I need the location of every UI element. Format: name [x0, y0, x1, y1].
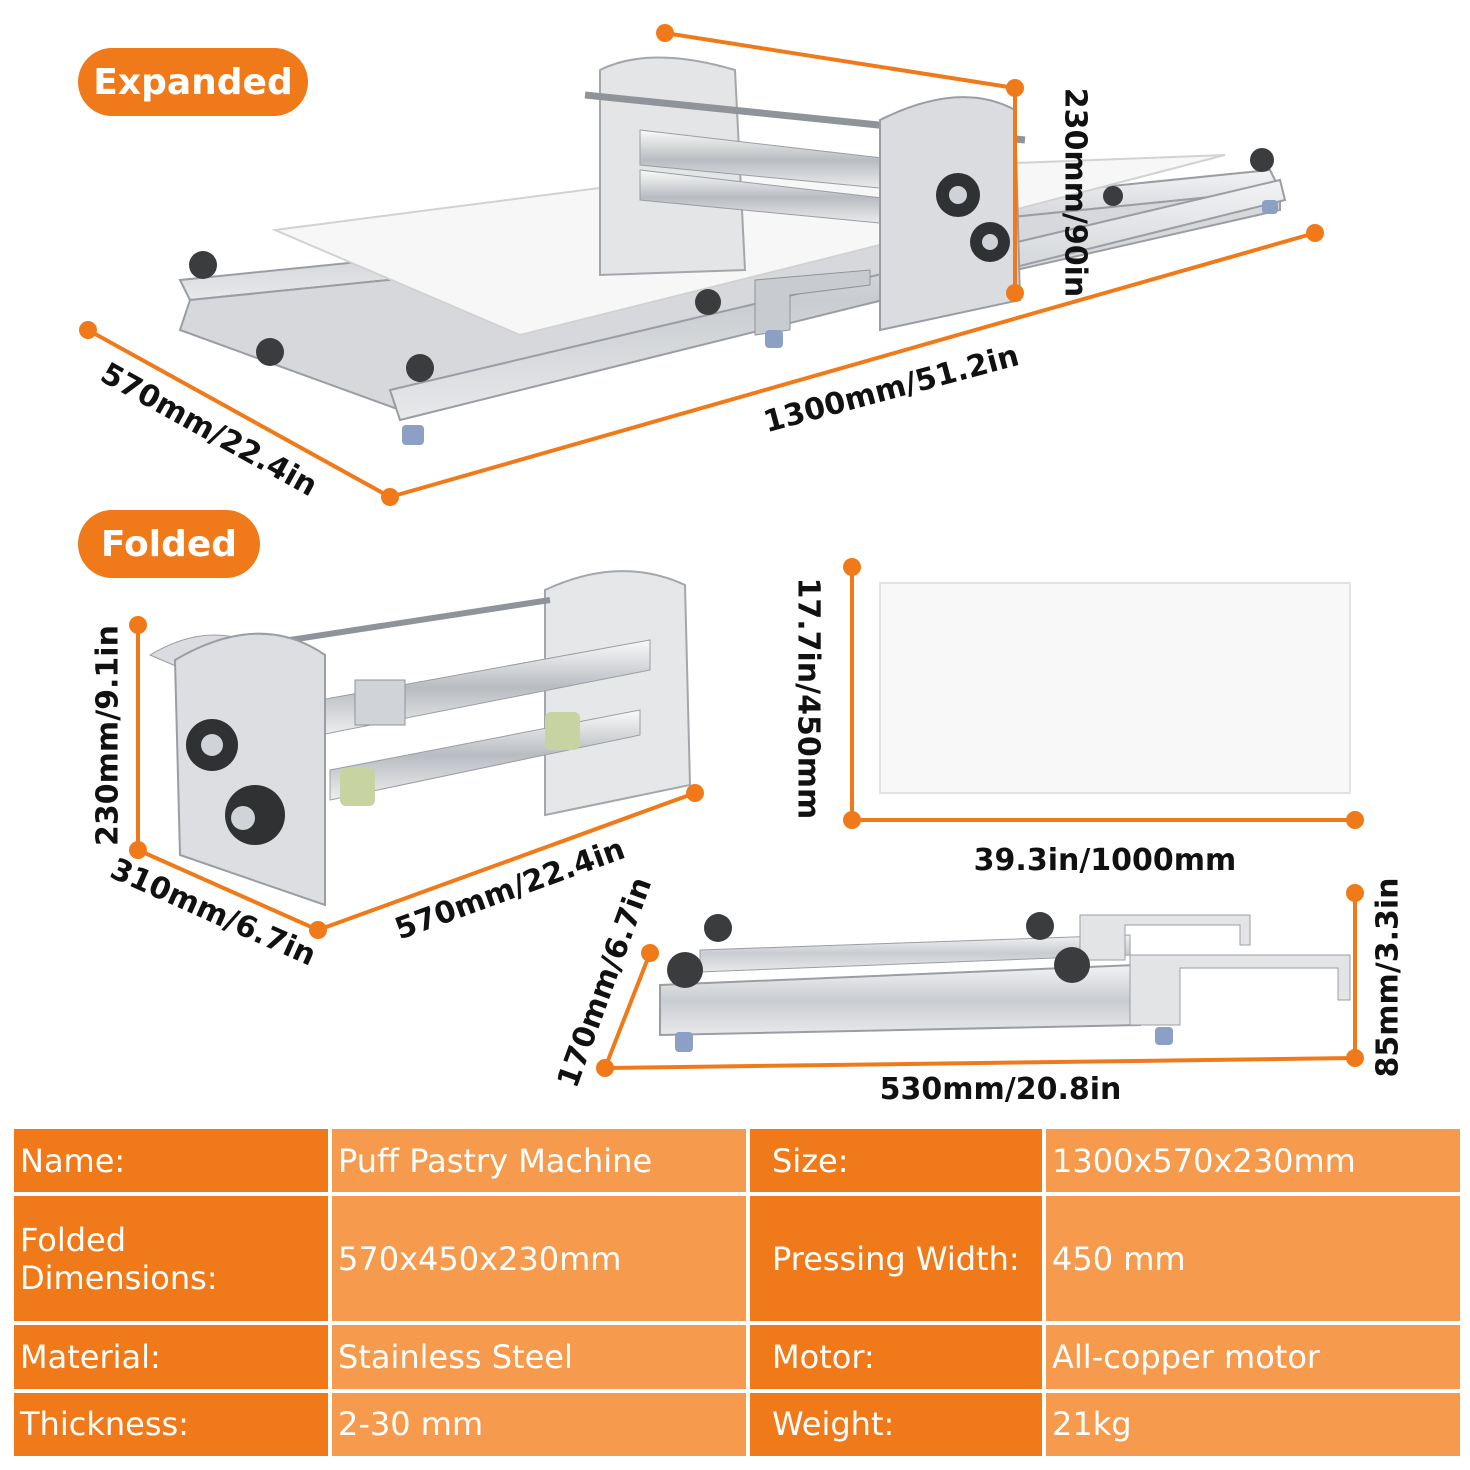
table-row: Thickness: 2-30 mm Weight: 21kg [10, 1388, 1464, 1460]
spec-value: 1300x570x230mm [1042, 1124, 1464, 1197]
dim-folded-height: 230mm/9.1in [90, 625, 126, 846]
folded-dimension-lines [129, 616, 704, 939]
expanded-dimension-lines [79, 24, 1324, 506]
spec-value: 570x450x230mm [328, 1192, 750, 1326]
spec-label: Pressing Width: [746, 1192, 1046, 1326]
spec-label: Thickness: [10, 1388, 332, 1460]
spec-value: 450 mm [1042, 1192, 1464, 1326]
dim-expanded-height: 230mm/90in [1057, 87, 1093, 298]
dim-frame-height: 85mm/3.3in [1370, 877, 1406, 1078]
spec-label: Folded Dimensions: [10, 1192, 332, 1326]
spec-label: Name: [10, 1124, 332, 1197]
dim-board-height: 17.7in/450mm [790, 577, 826, 820]
frame-dimension-lines [596, 884, 1364, 1077]
table-row: Folded Dimensions: 570x450x230mm Pressin… [10, 1192, 1464, 1326]
table-row: Name: Puff Pastry Machine Size: 1300x570… [10, 1124, 1464, 1197]
pastry-board [879, 582, 1351, 794]
board-dimension-lines [843, 558, 1364, 829]
spec-label: Size: [746, 1124, 1046, 1197]
spec-value: All-copper motor [1042, 1321, 1464, 1393]
folded-label: Folded [78, 510, 260, 578]
spec-value: Puff Pastry Machine [328, 1124, 750, 1197]
spec-value: 21kg [1042, 1388, 1464, 1460]
base-frame [659, 912, 1351, 1052]
spec-label: Material: [10, 1321, 332, 1393]
expanded-label: Expanded [78, 48, 308, 116]
spec-label: Motor: [746, 1321, 1046, 1393]
table-row: Material: Stainless Steel Motor: All-cop… [10, 1321, 1464, 1393]
spec-value: 2-30 mm [328, 1388, 750, 1460]
expanded-machine [178, 56, 1287, 445]
spec-table: Name: Puff Pastry Machine Size: 1300x570… [10, 1124, 1464, 1460]
spec-value: Stainless Steel [328, 1321, 750, 1393]
spec-label: Weight: [746, 1388, 1046, 1460]
folded-machine [148, 570, 692, 907]
dim-frame-length: 530mm/20.8in [879, 1072, 1122, 1107]
dim-board-width: 39.3in/1000mm [973, 843, 1237, 878]
